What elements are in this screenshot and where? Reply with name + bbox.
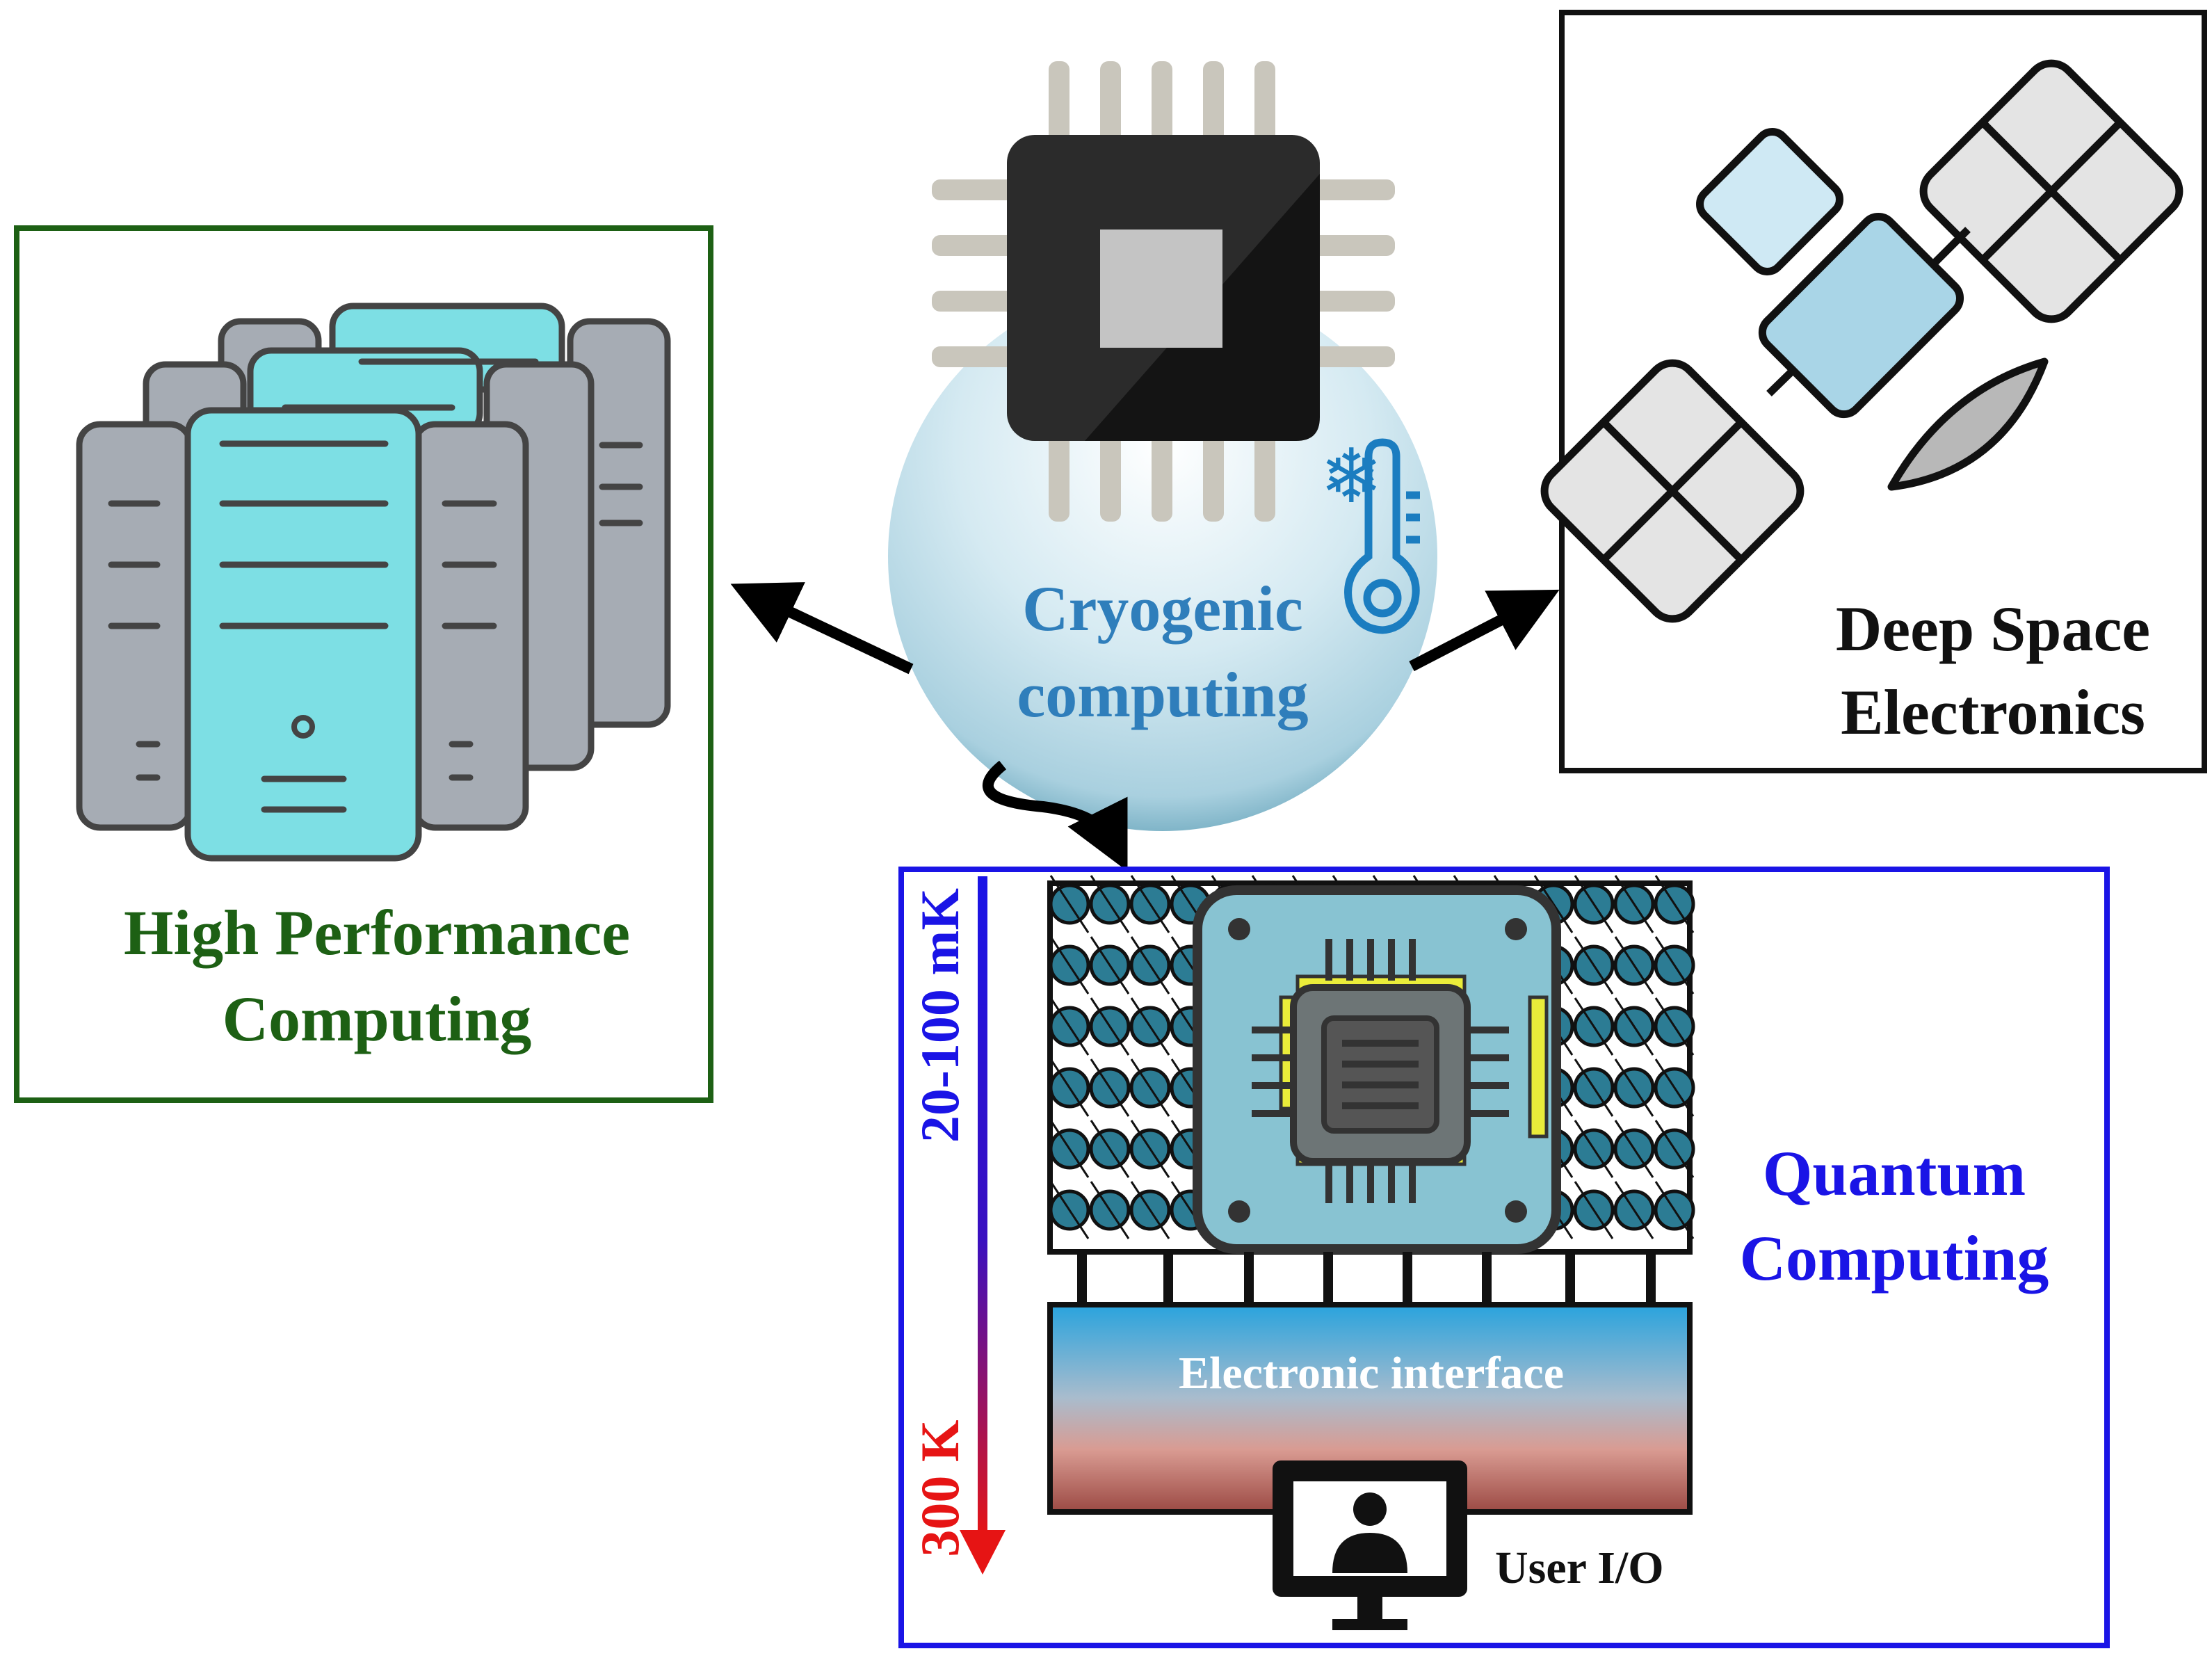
quantum-title-line1: Quantum <box>1763 1138 2026 1209</box>
qubit-link <box>1090 1120 1130 1178</box>
qubit-link <box>1049 1059 1090 1117</box>
temperature-gradient-bar <box>978 876 987 1537</box>
qubit-link <box>1574 1059 1614 1117</box>
qubit-link <box>1049 997 1090 1056</box>
cryo-title-line2: computing <box>1017 659 1308 730</box>
space-title-line1: Deep Space <box>1836 593 2150 664</box>
temp-warm-label: 300 K <box>910 1419 970 1557</box>
thermometer-icon <box>1344 438 1420 634</box>
arrow-to-space <box>1409 589 1560 672</box>
qubit-link <box>1614 1181 1654 1239</box>
qubit-link <box>1614 875 1654 933</box>
user-monitor-icon <box>1273 1460 1467 1630</box>
arrow-to-hpc <box>730 582 914 675</box>
qubit-link <box>1090 875 1130 933</box>
qubit-link <box>1130 997 1170 1056</box>
cryogenic-center: ❄ Cryogenic computing <box>888 61 1437 831</box>
electronic-interface-label: Electronic interface <box>1179 1348 1564 1399</box>
qubit-link <box>1614 1059 1654 1117</box>
hpc-panel: High Performance Computing <box>14 225 713 1103</box>
space-title-line2: Electronics <box>1841 677 2145 748</box>
user-io-label: User I/O <box>1495 1543 1664 1593</box>
qubit-link <box>1614 936 1654 995</box>
satellite-icon <box>1540 59 2183 623</box>
quantum-panel: 20-100 mK 300 K <box>898 867 2110 1648</box>
qubit-link <box>1654 997 1695 1056</box>
qubit-link <box>1533 875 1574 933</box>
interface-connectors <box>1077 1252 1656 1305</box>
qubit-link <box>1130 875 1170 933</box>
quantum-chip-board <box>1193 885 1561 1254</box>
qubit-link <box>1049 875 1090 933</box>
arrow-to-quantum <box>983 760 1128 871</box>
qubit-link <box>1090 1059 1130 1117</box>
deep-space-panel: Deep Space Electronics <box>1540 10 2207 773</box>
qubit-link <box>1574 1181 1614 1239</box>
quantum-title-line2: Computing <box>1740 1223 2049 1294</box>
qubit-link <box>1654 936 1695 995</box>
qubit-link <box>1049 936 1090 995</box>
qubit-link <box>1654 875 1695 933</box>
qubit-link <box>1049 1181 1090 1239</box>
cryo-title-line1: Cryogenic <box>1022 573 1303 644</box>
hpc-title-line1: High Performance <box>124 897 630 968</box>
qubit-link <box>1614 997 1654 1056</box>
qubit-link <box>1130 1181 1170 1239</box>
temperature-arrowhead <box>960 1530 1006 1575</box>
qubit-link <box>1654 1181 1695 1239</box>
qubit-link <box>1090 936 1130 995</box>
qubit-link <box>1574 997 1614 1056</box>
qubit-link <box>1654 1059 1695 1117</box>
qubit-link <box>1130 1120 1170 1178</box>
microchip-icon <box>932 61 1395 522</box>
temp-cold-label: 20-100 mK <box>910 888 970 1143</box>
qubit-link <box>1090 997 1130 1056</box>
qubit-link <box>1574 936 1614 995</box>
hpc-title-line2: Computing <box>223 983 532 1054</box>
qubit-link <box>1614 1120 1654 1178</box>
qubit-link <box>1130 1059 1170 1117</box>
qubit-link <box>1574 875 1614 933</box>
qubit-link <box>1130 936 1170 995</box>
connector-arrows <box>730 582 1560 871</box>
qubit-link <box>1654 1120 1695 1178</box>
qubit-link <box>1574 1120 1614 1178</box>
server-stack-icon <box>76 303 671 862</box>
qubit-link <box>1090 1181 1130 1239</box>
qubit-link <box>1049 1120 1090 1178</box>
server-vent-lines <box>108 358 643 813</box>
